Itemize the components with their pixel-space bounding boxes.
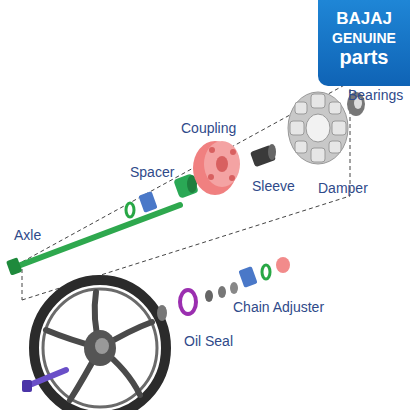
- coupling-hole: [230, 149, 236, 155]
- spacer-ring: [205, 290, 213, 302]
- sleeve-part: [250, 144, 276, 167]
- wheel-hub: [84, 330, 116, 366]
- damper-block: [295, 102, 307, 114]
- part-label: Damper: [318, 180, 368, 196]
- guide-lines: [22, 82, 350, 300]
- coupling-face: [204, 141, 240, 187]
- washer-ring: [126, 203, 134, 217]
- logo-text: BAJAJ: [318, 0, 410, 28]
- spacer-ring: [230, 282, 238, 294]
- wheel-spokes: [46, 292, 152, 400]
- part-label: Chain Adjuster: [233, 299, 324, 315]
- axle-head: [6, 257, 22, 275]
- bolt-rod: [32, 370, 66, 384]
- damper-blocks: [290, 94, 346, 162]
- axle-nut: [276, 257, 290, 273]
- brand-logo: BAJAJGENUINEparts: [318, 0, 410, 86]
- part-label: Coupling: [181, 120, 236, 136]
- part-label: Bearings: [348, 87, 403, 103]
- damper-block: [311, 148, 325, 162]
- coupling-hole: [209, 147, 215, 153]
- damper-block: [295, 141, 307, 153]
- oil-seal-ring: [180, 290, 196, 314]
- coupling-hole: [208, 174, 214, 180]
- wheel-bolt: [22, 370, 66, 392]
- damper-block: [311, 94, 325, 108]
- spacer-block: [138, 191, 157, 213]
- wheel-hub-center: [95, 338, 109, 354]
- part-label: Sleeve: [252, 178, 295, 194]
- washer-ring: [262, 265, 270, 279]
- damper-part: [288, 92, 348, 164]
- axle-rod: [18, 205, 180, 266]
- bearing-small: [157, 305, 167, 321]
- coupling-hole: [229, 175, 235, 181]
- damper-block: [329, 141, 341, 153]
- coupling-part: [193, 141, 240, 195]
- part-label: Spacer: [130, 164, 174, 180]
- sleeve-body: [250, 145, 276, 168]
- damper-center: [306, 114, 330, 142]
- spacer-ring: [218, 286, 226, 298]
- axle-part: [6, 205, 180, 276]
- coupling-hub: [216, 156, 228, 172]
- sleeve-face: [268, 144, 276, 160]
- damper-block: [332, 121, 346, 135]
- bolt-head: [22, 380, 32, 392]
- part-label: Oil Seal: [184, 333, 233, 349]
- damper-block: [290, 121, 304, 135]
- guide-line: [22, 82, 350, 262]
- damper-block: [329, 102, 341, 114]
- logo-text: parts: [318, 46, 410, 68]
- chain-adjuster-block: [238, 266, 257, 288]
- damper-body: [288, 92, 348, 164]
- wheel-rim-inner: [43, 289, 157, 407]
- wheel-rim: [34, 280, 166, 410]
- logo-text: GENUINE: [318, 28, 410, 46]
- part-label: Axle: [14, 227, 41, 243]
- wheel-part: [34, 280, 166, 410]
